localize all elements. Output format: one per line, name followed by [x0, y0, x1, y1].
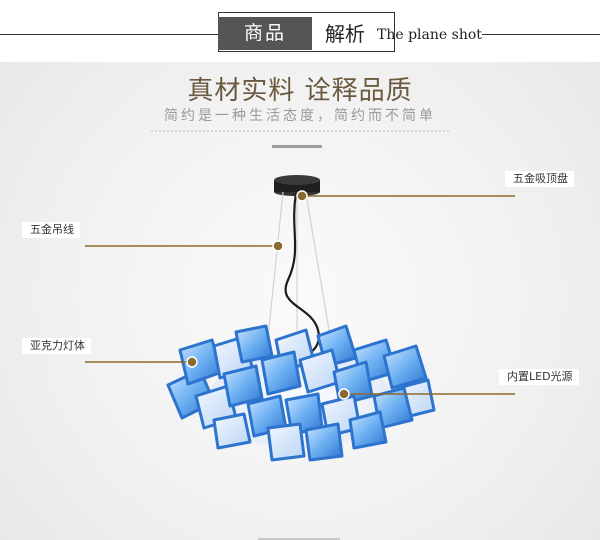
callout-dot-led-icon — [338, 388, 350, 400]
ceiling-canopy — [274, 175, 320, 196]
callout-label-hanging-wire: 五金吊线 — [22, 222, 80, 238]
callout-dot-wire-icon — [272, 240, 284, 252]
callout-dots — [186, 190, 350, 400]
power-cord — [284, 192, 320, 357]
callout-dot-ceiling-icon — [296, 190, 308, 202]
header-title: 解析 — [325, 22, 365, 46]
header-subtitle: The plane shot — [377, 27, 482, 43]
dotted-divider — [150, 130, 450, 132]
bottom-divider — [258, 538, 340, 540]
lamp-body — [166, 324, 436, 462]
callout-label-acrylic-body: 亚克力灯体 — [22, 338, 91, 354]
header-rule-right — [482, 34, 600, 35]
header-tab-active: 商品 — [218, 17, 312, 50]
callout-dot-body-icon — [186, 356, 198, 368]
short-divider — [272, 145, 322, 148]
callout-label-led-source: 内置LED光源 — [499, 369, 579, 385]
page-subline: 简约是一种生活态度，简约而不简单 — [164, 108, 436, 124]
suspension-wires — [267, 191, 332, 343]
header-rule-left — [0, 34, 218, 35]
callout-lines — [85, 195, 515, 395]
callout-label-ceiling-plate: 五金吸顶盘 — [505, 171, 574, 187]
page-headline: 真材实料 诠释品质 — [187, 76, 413, 106]
